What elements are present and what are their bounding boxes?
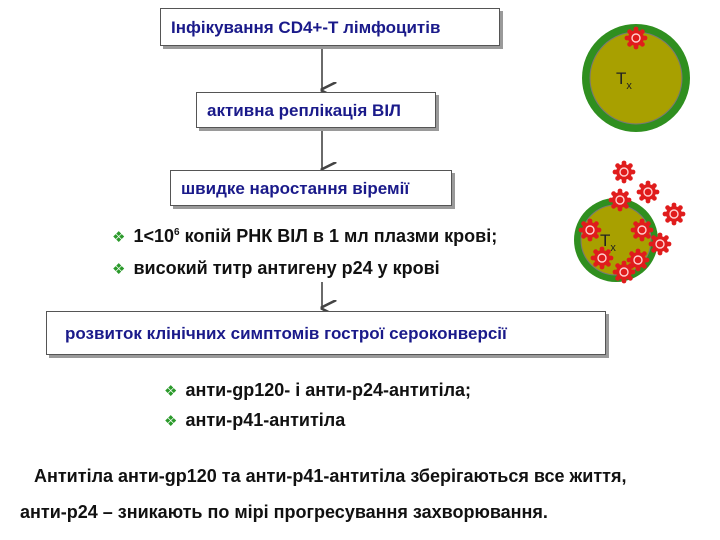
virus-particle-icon xyxy=(608,188,632,212)
replication-box: активна реплікація ВІЛ xyxy=(196,92,436,128)
antibody-point-1: ❖анти-gp120- і анти-р24-антитіла; xyxy=(164,380,472,400)
virus-particle-icon xyxy=(662,202,686,226)
conclusion-line-1: Антитіла анти-gp120 та анти-р41-антитіла… xyxy=(34,466,627,486)
virus-particle-icon xyxy=(648,232,672,256)
t-cell-bottom: Tx xyxy=(574,198,658,282)
infection-box: Інфікування CD4+-Т лімфоцитів xyxy=(160,8,500,46)
t-cell-top-label: Tx xyxy=(616,69,632,92)
viremia-box: швидке наростання віремії xyxy=(170,170,452,206)
virus-particle-icon xyxy=(626,248,650,272)
antibody-point-2: ❖анти-р41-антитіла xyxy=(164,410,346,430)
viremia-point-2: ❖високий титр антигену р24 у крові xyxy=(112,258,440,278)
t-cell-bottom-label: Tx xyxy=(600,231,616,254)
virus-particle-icon xyxy=(636,180,660,204)
symptoms-text: розвиток клінічних симптомів гострої сер… xyxy=(65,324,507,343)
virus-particle-icon xyxy=(612,160,636,184)
virus-particle-icon xyxy=(624,26,648,50)
t-cell-top: Tx xyxy=(582,24,690,132)
virus-particle-icon xyxy=(630,218,654,242)
symptoms-box: розвиток клінічних симптомів гострої сер… xyxy=(46,311,606,355)
virus-particle-icon xyxy=(612,260,636,284)
diamond-bullet-icon: ❖ xyxy=(112,261,126,278)
diamond-bullet-icon: ❖ xyxy=(164,413,178,430)
viremia-text: швидке наростання віремії xyxy=(181,179,410,198)
diamond-bullet-icon: ❖ xyxy=(164,383,178,400)
conclusion-line-2: анти-р24 – зникають по мірі прогресуванн… xyxy=(20,502,548,522)
infection-text: Інфікування CD4+-Т лімфоцитів xyxy=(171,18,441,37)
virus-particle-icon xyxy=(578,218,602,242)
diamond-bullet-icon: ❖ xyxy=(112,229,126,246)
replication-text: активна реплікація ВІЛ xyxy=(207,101,401,120)
virus-particle-icon xyxy=(590,246,614,270)
viremia-point-1: ❖1<106 копій РНК ВІЛ в 1 мл плазми крові… xyxy=(112,226,498,246)
